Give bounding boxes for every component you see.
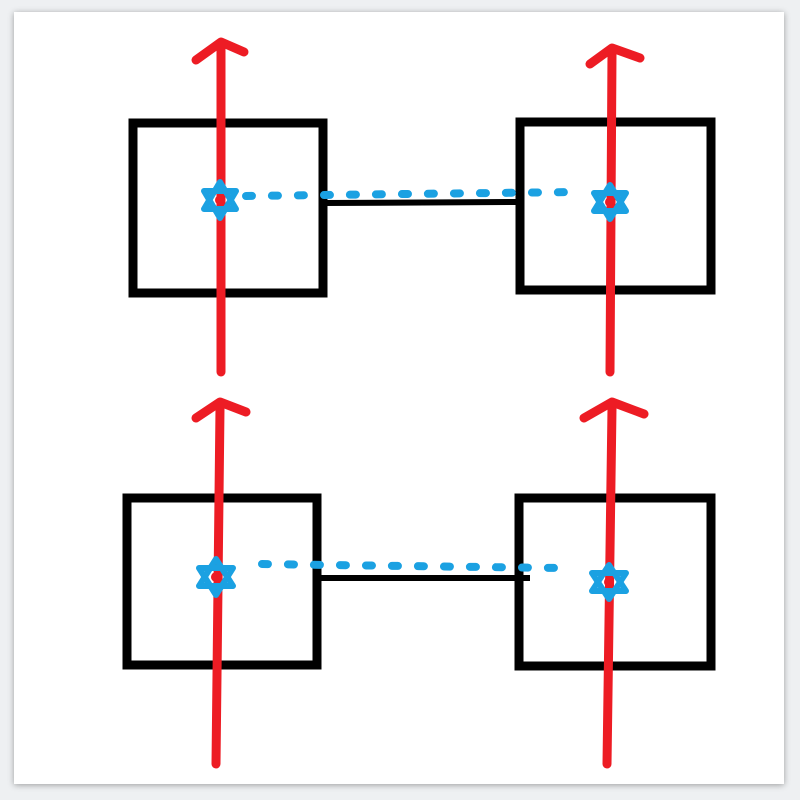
arrow-bottom-right	[579, 397, 649, 769]
dotted-link-bottom	[258, 560, 564, 572]
star-of-david-icon	[589, 562, 629, 602]
star-of-david-icon	[201, 179, 239, 221]
group-top	[128, 37, 716, 377]
box-top-left	[128, 118, 328, 298]
star-of-david-icon	[196, 556, 236, 598]
box-bottom-right	[514, 493, 716, 671]
group-bottom	[122, 397, 716, 769]
star-of-david-icon	[591, 182, 629, 222]
diagram-canvas	[14, 12, 784, 784]
connector-line-top	[322, 199, 521, 206]
dotted-link-top	[242, 188, 584, 200]
